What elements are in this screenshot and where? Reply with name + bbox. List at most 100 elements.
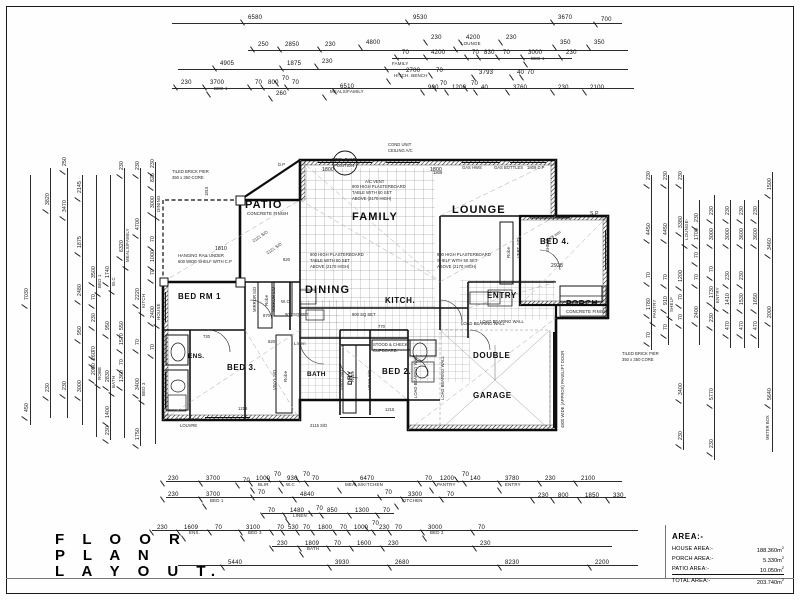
note-load-bearing-wall-4: LOAD BEARING WALL [461, 321, 505, 326]
dimension-text: 2200 [595, 560, 610, 566]
dimension-text: 2100 [581, 476, 596, 482]
dimension-text: 230 [45, 383, 51, 392]
dimension-text: 70 [678, 314, 684, 320]
dimension-text: 70 [215, 525, 223, 531]
note-load-bearing-wall-3: LOAD BEARING WALL [413, 354, 418, 398]
dimension-line-right-5 [714, 195, 715, 460]
title-line-1: F L O O R [55, 531, 187, 548]
note-sp: S.P [590, 211, 599, 217]
dimension-text: 230 [646, 171, 652, 180]
area-row-value: 188.360m2 [756, 544, 784, 554]
area-schedule-row: HOUSE AREA:-188.360m2 [672, 544, 784, 554]
dimension-text: 2100 [590, 85, 605, 91]
dimension-text: 140 [470, 476, 481, 482]
dimension-text: 3000 [428, 525, 443, 531]
dimension-text: 230 [135, 161, 141, 170]
dimension-text: 3700 [206, 476, 221, 482]
dimension-line-left-5 [96, 175, 97, 437]
note-hanging-rail-l2: 600 WIDE SHELF WITH C.P [178, 259, 232, 264]
dimension-text: 1000 [256, 476, 271, 482]
dimension-line-bottom-2 [166, 497, 626, 498]
note-gas-bottles: GAS BOTTLES [494, 165, 524, 170]
dimension-text: 1200 [452, 85, 467, 91]
note-vinyl-sd-2: VINYL S/D [339, 369, 344, 390]
dimension-text: 2400 [694, 306, 700, 318]
sheet-border-right [793, 6, 794, 594]
note-620: 620 [268, 339, 275, 344]
dimension-text: MEALS/FAMILY [330, 89, 364, 94]
note-plasterboard1-l2: TABLE WITH 50 SET [352, 190, 392, 195]
dimension-text: 2850 [285, 42, 300, 48]
dimension-text: 70 [150, 344, 156, 350]
dimension-text: 5770 [709, 388, 715, 400]
dimension-text: 6470 [360, 476, 375, 482]
dimension-text: 70 [372, 521, 380, 527]
dimension-text: 4450 [646, 223, 652, 235]
note-ac-vent: A/C VENT [365, 179, 385, 184]
dimension-text: 4200 [431, 50, 446, 56]
dimension-text: 230 [150, 159, 156, 168]
dimension-line-bottom-6 [178, 565, 638, 566]
dimension-text: 70 [503, 50, 511, 56]
note-hanging-rail-l1: HANGING RAIL UNDER [178, 253, 224, 258]
dimension-text: 8230 [505, 560, 520, 566]
area-row-value: 5.330m2 [763, 554, 784, 564]
note-1809-dp: 1809 D.P [527, 165, 545, 170]
dimension-line-top-5 [392, 58, 572, 59]
dimension-text: 7030 [24, 288, 30, 300]
area-row-value: 10.050m2 [759, 564, 784, 574]
dimension-text: 3780 [505, 476, 520, 482]
dimension-text: SHELF [669, 296, 674, 312]
dimension-text: 70 [383, 508, 391, 514]
room-label-robe-3: Robe [350, 370, 355, 382]
dimension-text: 3670 [558, 15, 573, 21]
room-label-robe-4: Robe [506, 246, 511, 258]
dimension-text: 230 [168, 492, 179, 498]
dimension-text: DINING [156, 195, 161, 212]
dimension-text: 40 [517, 70, 525, 76]
dimension-text: 70 [395, 525, 403, 531]
note-1815: 1815 [204, 186, 209, 196]
dimension-text: 230 [105, 426, 111, 435]
note-tiled-brick-pier2-l1: TILED BRICK PIER [622, 351, 659, 356]
dimension-line-right-8 [758, 200, 759, 348]
dimension-text: 550 [119, 321, 125, 330]
dimension-text: 70 [709, 266, 715, 272]
dimension-text: 230 [739, 271, 745, 280]
dimension-text: LOUNGE- [684, 218, 689, 240]
room-label-robe-1: Robe [264, 294, 269, 306]
note-plasterboard3-l1: 900 HIGH PLASTERBOARD [437, 252, 491, 257]
note-mirror-sd-1: MIRROR S/D [252, 286, 257, 312]
dimension-text: BED 3 [141, 382, 146, 396]
room-label-bed1: BED RM 1 [178, 292, 222, 301]
dimension-text: 230 [480, 541, 491, 547]
dimension-line-left-7 [124, 168, 125, 438]
dimension-text: 3700 [210, 80, 225, 86]
note-shelf: SHELF [545, 238, 550, 253]
note-robe-vert-sd: VERT. S/D [516, 238, 521, 258]
dimension-line-right-9 [772, 172, 773, 452]
note-dp-1: D.P [278, 162, 285, 167]
note-plasterboard2-l2: TABLE WITH 50 SET [310, 258, 350, 263]
dimension-text: 4200 [466, 35, 481, 41]
dimension-line-right-1 [651, 175, 652, 350]
dimension-text: 70 [274, 472, 282, 478]
dimension-line-left-2 [50, 168, 51, 418]
dimension-text: 950 [77, 326, 83, 335]
room-sublabel-porch: CONCRETE FINISH [566, 309, 608, 314]
dimension-text: 230 [566, 50, 577, 56]
dimension-line-right-7 [744, 200, 745, 348]
dimension-text: 70 [646, 332, 652, 338]
dimension-text: 230 [431, 35, 442, 41]
note-1809: 1809 [433, 170, 443, 175]
dimension-text: 70 [402, 50, 410, 56]
dimension-text: ENTRY [505, 482, 521, 487]
dimension-text: 230 [157, 525, 168, 531]
note-vinyl-sd-3: VINYL S/D [367, 369, 372, 390]
dimension-text: 1609 [184, 525, 199, 531]
note-tiled-brick-pier-l2: 350 x 350 CORE [172, 175, 204, 180]
dimension-text: 70 [258, 490, 266, 496]
dimension-text: 3460 [767, 238, 773, 250]
dimension-text: BATH [307, 546, 320, 551]
